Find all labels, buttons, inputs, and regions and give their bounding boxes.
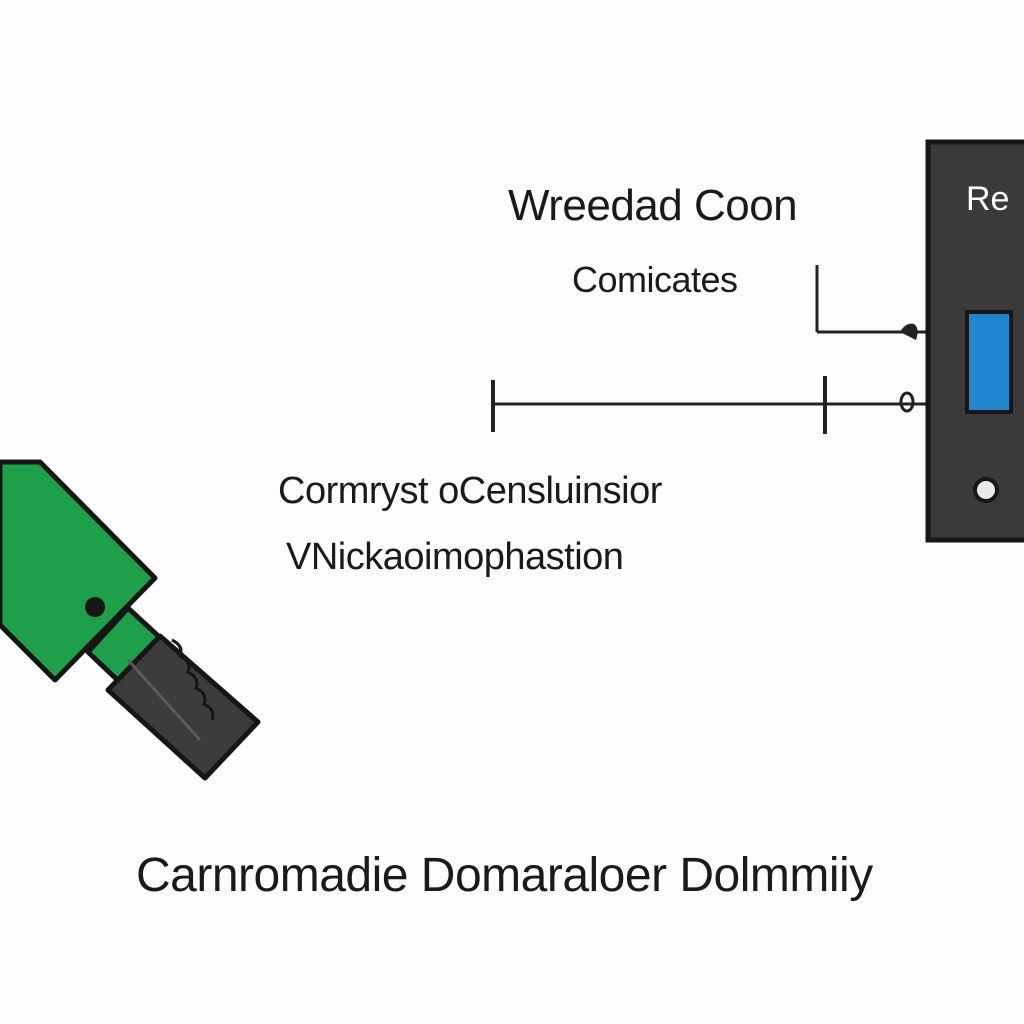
upper-wire-terminal: [900, 323, 918, 340]
top-subtitle: Comicates: [572, 259, 738, 300]
wall-panel-indicator: [973, 477, 999, 503]
plug-body-hole: [85, 597, 105, 617]
wall-panel: [925, 139, 1024, 543]
green-plug-icon: [0, 459, 261, 781]
middle-label-line-2: VNickaoimophastion: [286, 536, 624, 578]
upper-wire: [815, 265, 926, 340]
plug-tip-spring: [171, 638, 215, 721]
lower-wire: [491, 376, 926, 434]
plug-body: [0, 459, 158, 683]
wall-panel-label: Re: [966, 180, 1010, 218]
top-title: Wreedad Coon: [508, 181, 798, 230]
plug-tip: [105, 633, 261, 781]
plug-tip-edge: [126, 658, 202, 742]
lower-wire-terminal: [899, 391, 915, 413]
middle-label-line-1: Cormryst oCensluinsior: [278, 470, 662, 512]
wall-panel-screen: [965, 310, 1013, 414]
bottom-caption: Carnromadie Domaraloer Dolmmiiy: [136, 849, 873, 902]
